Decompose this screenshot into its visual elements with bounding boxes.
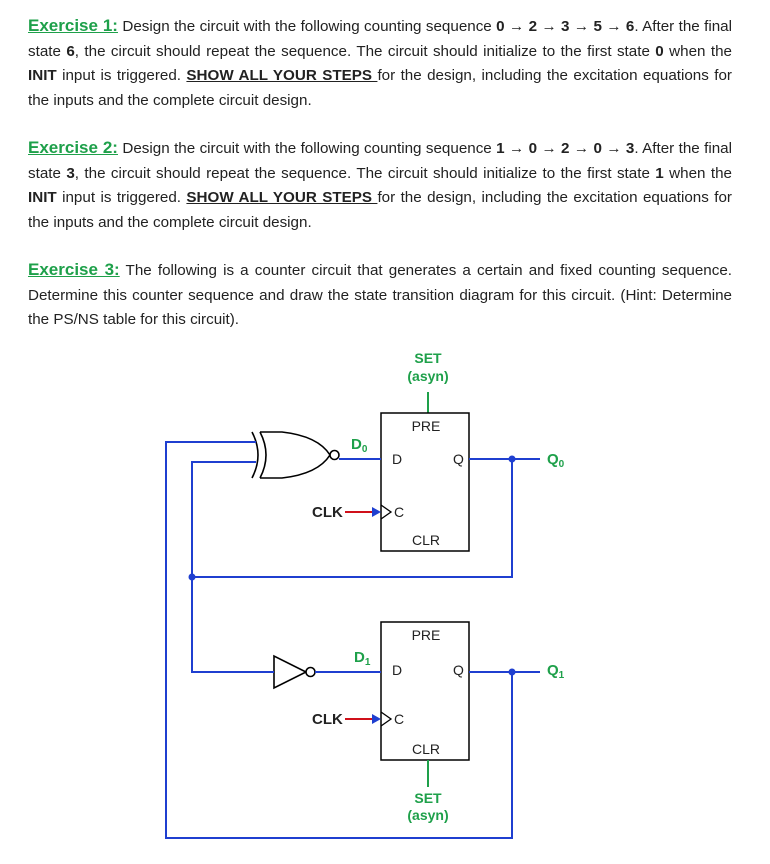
clk-label-0: CLK xyxy=(312,504,343,521)
junction-q0 xyxy=(508,455,516,463)
exercise-1-final-state: 6 xyxy=(66,42,75,60)
ff0-d-label: D xyxy=(392,451,402,467)
exercise-3-text: The following is a counter circuit that … xyxy=(28,262,732,329)
q1-label: Q1 xyxy=(547,662,565,681)
clk-label-1: CLK xyxy=(312,711,343,728)
exercise-1-text-c: , the circuit should repeat the sequence… xyxy=(74,42,656,60)
exercise-2-final-state: 3 xyxy=(66,164,75,182)
clk-arrow-0-icon xyxy=(372,507,381,517)
flip-flop-1 xyxy=(380,621,470,761)
flip-flop-0 xyxy=(380,412,470,552)
junction-q1 xyxy=(508,668,516,676)
xnor-gate-icon xyxy=(251,431,340,479)
exercise-2-title: Exercise 2: xyxy=(28,138,118,157)
set-bottom-label-line1: SET xyxy=(414,790,442,806)
exercise-2-steps: SHOW ALL YOUR STEPS xyxy=(186,189,378,207)
counter-circuit-diagram: SET (asyn) PRE D Q C CLR PRE D Q C CLR S… xyxy=(165,350,565,839)
ff0-c-label: C xyxy=(394,504,404,520)
ff0-clr-label: CLR xyxy=(412,532,440,548)
exercise-2-first-state: 1 xyxy=(655,164,664,182)
ff0-clock-triangle-icon xyxy=(380,504,393,520)
exercise-2-text-b: . After the final state xyxy=(28,140,732,182)
ff1-c-label: C xyxy=(394,711,404,727)
inverter-gate-icon xyxy=(273,654,316,690)
set-top-label-line2: (asyn) xyxy=(407,368,448,384)
ff1-pre-label: PRE xyxy=(412,627,441,643)
exercise-2-init: INIT xyxy=(28,189,57,207)
exercise-3-title: Exercise 3: xyxy=(28,260,120,279)
exercise-3: Exercise 3: The following is a counter c… xyxy=(28,258,732,333)
ff0-pre-label: PRE xyxy=(412,418,441,434)
clk-arrow-1-icon xyxy=(372,714,381,724)
ff1-clr-label: CLR xyxy=(412,741,440,757)
exercise-1-text-f: for the design, including the excitation… xyxy=(28,67,732,109)
exercise-2-sequence: 1 → 0 → 2 → 0 → 3 xyxy=(496,140,635,157)
exercise-2-text-f: for the design, including the excitation… xyxy=(28,189,732,231)
exercise-2-text-c: , the circuit should repeat the sequence… xyxy=(74,164,656,182)
set-top-label-line1: SET xyxy=(414,350,442,366)
exercise-1-text-d: when the xyxy=(663,42,732,60)
exercise-2-text-a: Design the circuit with the following co… xyxy=(117,140,497,157)
d1-label: D1 xyxy=(354,649,371,668)
d0-label: D0 xyxy=(351,436,368,455)
exercise-2: Exercise 2: Design the circuit with the … xyxy=(28,136,732,235)
exercise-1-text-b: . After the final state xyxy=(28,18,732,60)
ff0-q-label: Q xyxy=(453,451,464,467)
ff1-q-label: Q xyxy=(453,662,464,678)
exercise-1-sequence: 0 → 2 → 3 → 5 → 6 xyxy=(496,18,635,35)
exercise-1-title: Exercise 1: xyxy=(28,16,118,35)
exercise-2-text-e: input is triggered. xyxy=(56,189,187,207)
exercise-1-text-e: input is triggered. xyxy=(56,67,187,85)
circuit-wiring xyxy=(165,441,540,839)
set-bottom-label-line2: (asyn) xyxy=(407,807,448,823)
exercise-1-init: INIT xyxy=(28,67,57,85)
exercise-1-text-a: Design the circuit with the following co… xyxy=(117,18,497,35)
q0-label: Q0 xyxy=(547,451,565,470)
exercise-1-steps: SHOW ALL YOUR STEPS xyxy=(186,67,378,85)
exercise-1-first-state: 0 xyxy=(655,42,664,60)
exercise-1: Exercise 1: Design the circuit with the … xyxy=(28,14,732,113)
ff1-d-label: D xyxy=(392,662,402,678)
ff1-clock-triangle-icon xyxy=(380,711,393,727)
exercise-2-text-d: when the xyxy=(663,164,732,182)
junction-bus xyxy=(188,573,196,581)
